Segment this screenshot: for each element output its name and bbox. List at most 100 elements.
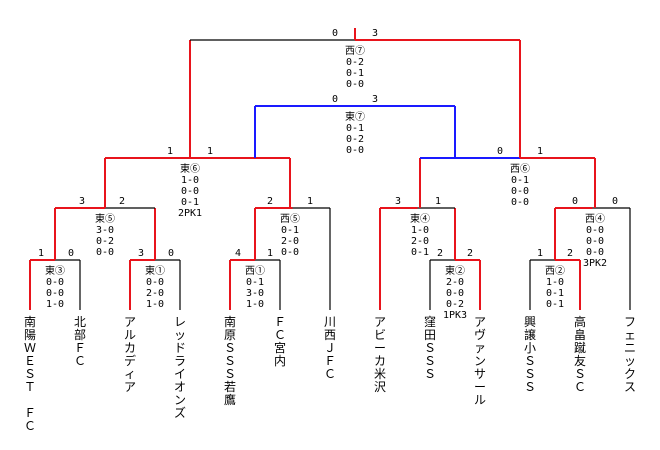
- match-e1-score-right: 0: [168, 248, 174, 259]
- match-e1-score-3: 1-0: [146, 299, 164, 310]
- match-e7-score-left: 0: [332, 94, 338, 105]
- match-e3-score-2: 0-0: [46, 288, 64, 299]
- match-e2-score-2: 0-0: [446, 288, 464, 299]
- team-name-4-char-1: レ: [174, 315, 186, 329]
- match-w6-score-1: 0-1: [511, 175, 529, 186]
- match-e6-score-2: 0-0: [181, 186, 199, 197]
- team-name-10-char-3: ァ: [474, 341, 486, 355]
- match-e2-score-3: 0-2: [446, 299, 464, 310]
- team-name-1-char-9: Ｃ: [24, 419, 36, 433]
- match-e2-score-left: 2: [437, 248, 443, 259]
- team-name-1-char-4: Ｅ: [24, 354, 36, 368]
- team-name-10-char-6: ー: [474, 380, 486, 394]
- match-w1-score-1: 0-1: [246, 277, 264, 288]
- match-w2-label: 西②: [545, 265, 565, 277]
- team-name-4-char-8: ズ: [174, 405, 186, 420]
- match-w4-score-right: 0: [612, 196, 618, 207]
- match-w6-score-2: 0-0: [511, 186, 529, 197]
- team-name-10-char-7: ル: [474, 393, 486, 407]
- match-e5-score-3: 0-0: [96, 247, 114, 258]
- team-name-12-char-3: 蹴: [574, 341, 586, 355]
- team-name-8-char-2: ビ: [374, 328, 386, 342]
- team-name-5-char-7: 鷹: [224, 392, 236, 407]
- match-w6-label: 西⑥: [510, 163, 530, 175]
- team-name-6-char-3: 宮: [274, 340, 286, 355]
- team-name-2-char-3: Ｆ: [74, 341, 86, 355]
- match-w2-score-1: 1-0: [546, 277, 564, 288]
- team-name-1-char-3: Ｗ: [24, 341, 36, 355]
- team-name-7-char-3: Ｊ: [324, 341, 336, 355]
- team-name-6-char-4: 内: [274, 354, 286, 368]
- team-name-3-char-6: ア: [124, 380, 136, 394]
- match-w7-score-1: 0-2: [346, 57, 364, 68]
- match-w6-score-left: 0: [497, 146, 503, 157]
- match-w7-score-right: 3: [372, 28, 378, 39]
- team-name-11-char-6: Ｓ: [524, 380, 536, 394]
- team-name-12-char-6: Ｃ: [574, 380, 586, 394]
- team-name-1-char-6: Ｔ: [24, 380, 36, 394]
- team-name-1-char-1: 南: [24, 314, 36, 329]
- team-name-12-char-5: Ｓ: [574, 367, 586, 381]
- match-w2-score-3: 0-1: [546, 299, 564, 310]
- team-name-4-char-5: イ: [174, 367, 186, 381]
- match-e3-score-right: 0: [68, 248, 74, 259]
- match-e2-label: 東②: [445, 264, 465, 277]
- match-e6-score-right: 1: [207, 146, 213, 157]
- team-name-13-char-6: ス: [624, 380, 636, 394]
- match-e4-score-3: 0-1: [411, 247, 429, 258]
- team-name-1-char-5: Ｓ: [24, 367, 36, 381]
- team-name-9-char-3: Ｓ: [424, 341, 436, 355]
- team-name-10-char-1: ア: [474, 315, 486, 329]
- match-e7-label: 東⑦: [345, 110, 365, 123]
- team-name-5-char-5: Ｓ: [224, 367, 236, 381]
- match-e3-label: 東③: [45, 264, 65, 277]
- team-name-5-char-4: Ｓ: [224, 354, 236, 368]
- match-w6-score-3: 0-0: [511, 197, 529, 208]
- match-w4-score-3: 0-0: [586, 247, 604, 258]
- team-name-3-char-3: カ: [124, 341, 136, 355]
- match-e7-score-3: 0-0: [346, 145, 364, 156]
- team-name-11-char-5: Ｓ: [524, 367, 536, 381]
- team-name-3-char-4: デ: [124, 353, 136, 368]
- match-e3-score-left: 1: [38, 248, 44, 259]
- match-e1-score-1: 0-0: [146, 277, 164, 288]
- team-name-12-char-1: 高: [574, 314, 586, 329]
- team-name-11-char-2: 譲: [524, 327, 536, 342]
- team-name-12-char-2: 畠: [574, 327, 586, 342]
- match-e3-score-3: 1-0: [46, 299, 64, 310]
- team-name-2-char-1: 北: [74, 315, 86, 329]
- match-e4-score-right: 1: [435, 196, 441, 207]
- team-name-10-char-2: ヴ: [474, 327, 486, 342]
- match-e2-score-4: 1PK3: [443, 310, 467, 321]
- match-e2-score-1: 2-0: [446, 277, 464, 288]
- match-e6-score-1: 1-0: [181, 175, 199, 186]
- team-name-4-char-6: オ: [174, 380, 186, 394]
- team-name-5-char-1: 南: [224, 314, 236, 329]
- team-name-5-char-6: 若: [224, 380, 236, 394]
- team-name-8-char-5: 米: [374, 367, 386, 381]
- team-name-13-char-4: ッ: [624, 354, 636, 368]
- match-w7-score-3: 0-0: [346, 79, 364, 90]
- team-name-11-char-3: 小: [524, 341, 536, 355]
- team-name-9-char-1: 窪: [424, 314, 436, 329]
- match-e3-score-1: 0-0: [46, 277, 64, 288]
- match-w2-score-left: 1: [537, 248, 543, 259]
- team-name-7-char-2: 西: [324, 328, 336, 342]
- team-name-1-char-2: 陽: [24, 328, 36, 342]
- match-w6-score-right: 1: [537, 146, 543, 157]
- match-e5-score-left: 3: [79, 196, 85, 207]
- match-e1-score-2: 2-0: [146, 288, 164, 299]
- team-name-6-char-1: Ｆ: [274, 315, 286, 329]
- match-w5-score-1: 0-1: [281, 225, 299, 236]
- match-e4-score-left: 3: [395, 196, 401, 207]
- team-name-8-char-4: カ: [374, 354, 386, 368]
- team-name-13-char-2: ェ: [624, 328, 636, 342]
- match-e5-score-right: 2: [119, 196, 125, 207]
- match-w4-score-left: 0: [572, 196, 578, 207]
- match-e7-score-1: 0-1: [346, 123, 364, 134]
- match-w4-label: 西④: [585, 213, 605, 225]
- match-w2-score-right: 2: [567, 248, 573, 259]
- match-e1-score-left: 3: [138, 248, 144, 259]
- match-w1-label: 西①: [245, 265, 265, 277]
